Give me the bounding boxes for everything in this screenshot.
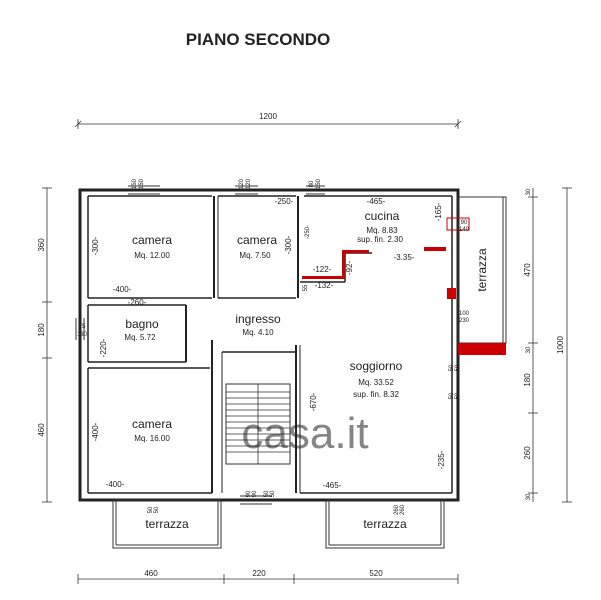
svg-text:50: 50 [148, 506, 154, 513]
dim-bottom-3: 520 [369, 569, 383, 578]
finish-cucina: sup. fin. 2.30 [357, 235, 403, 244]
svg-text:120: 120 [239, 178, 245, 189]
area-soggiorno: Mq. 33.52 [358, 378, 394, 387]
svg-text:50: 50 [455, 392, 461, 399]
dim-inner-122: -122- [313, 265, 332, 274]
dim-right-3: 260 [523, 446, 532, 460]
svg-text:100: 100 [459, 311, 470, 317]
dim-inner-92: -92- [345, 261, 354, 276]
area-cucina: Mq. 8.83 [366, 226, 398, 235]
bottom-left-terrace-outline [112, 499, 222, 549]
dim-bottom-2: 220 [252, 569, 266, 578]
svg-text:50: 50 [455, 364, 461, 371]
svg-text:80: 80 [309, 180, 315, 187]
top-dimension: 1200 [74, 112, 462, 129]
dim-inner-235: -235- [437, 450, 446, 469]
dim-right-small-1: 30 [526, 188, 532, 195]
stairs [225, 383, 291, 465]
room-cucina: cucina [365, 209, 400, 223]
dim-inner-400b: -400- [91, 422, 100, 441]
dim-inner-220: -220- [99, 338, 108, 357]
dim-right-total: 1000 [556, 336, 565, 354]
area-camera-bottom: Mq. 16.00 [134, 434, 170, 443]
svg-text:50: 50 [449, 364, 455, 371]
svg-text:90: 90 [252, 490, 258, 497]
dim-inner-165: -165- [434, 202, 443, 221]
svg-text:50: 50 [264, 490, 270, 497]
svg-text:90: 90 [461, 220, 468, 226]
svg-text:260: 260 [394, 504, 400, 515]
dim-inner-670: -670- [309, 392, 318, 411]
dim-inner-55: 55 [303, 284, 309, 291]
svg-text:90: 90 [246, 490, 252, 497]
dim-inner-300b: -300- [284, 235, 293, 254]
area-camera-top-left: Mq. 12.00 [134, 251, 170, 260]
area-bagno: Mq. 5.72 [124, 333, 156, 342]
dim-right-small-3: 30 [526, 493, 532, 500]
right-dimension: 470 180 260 30 30 30 1000 [523, 187, 572, 503]
inner-dimensions: -300- -400- -260- -220- -400- -400- -250… [91, 197, 446, 490]
room-soggiorno: soggiorno [350, 359, 403, 373]
room-terrazza-right: terrazza [475, 248, 489, 292]
dim-left-2: 180 [37, 323, 46, 337]
dim-inner-400c: -400- [106, 480, 125, 489]
bottom-right-terrace-outline [325, 499, 445, 549]
svg-text:140: 140 [459, 227, 470, 233]
inner-walls [87, 195, 453, 494]
area-camera-top-mid: Mq. 7.50 [239, 251, 271, 260]
svg-text:75: 75 [79, 324, 86, 330]
svg-text:230: 230 [459, 318, 470, 324]
svg-text:150: 150 [132, 178, 138, 189]
plan-title: PIANO SECONDO [186, 30, 331, 49]
dim-inner-300a: -300- [91, 236, 100, 255]
dim-left-3: 460 [37, 423, 46, 437]
opening-dimensions: 150 150 120 120 80 150 90 140 100 230 75… [77, 178, 470, 515]
svg-text:260: 260 [400, 504, 406, 515]
room-camera-top-left: camera [132, 233, 172, 247]
dim-left-1: 360 [37, 238, 46, 252]
dim-inner-465a: -465- [367, 197, 386, 206]
area-ingresso: Mq. 4.10 [242, 328, 274, 337]
bottom-dimension: 460 220 520 [77, 569, 459, 584]
windows [75, 185, 325, 505]
dim-inner-260: -260- [128, 298, 147, 307]
dim-bottom-1: 460 [144, 569, 158, 578]
room-terrazza-bottom-left: terrazza [145, 517, 189, 531]
outer-wall [78, 188, 460, 502]
room-ingresso: ingresso [235, 312, 281, 326]
watermark-text: casa.it [241, 409, 368, 458]
room-terrazza-bottom-right: terrazza [363, 517, 407, 531]
svg-text:150: 150 [139, 178, 145, 189]
room-bagno: bagno [125, 317, 159, 331]
room-camera-bottom: camera [132, 417, 172, 431]
svg-text:50: 50 [270, 490, 276, 497]
dim-inner-132: -132- [315, 281, 334, 290]
dim-inner-250b: -250- [305, 225, 311, 239]
room-camera-top-mid: camera [237, 233, 277, 247]
dim-inner-465b: -465- [323, 481, 342, 490]
svg-text:150: 150 [316, 178, 322, 189]
dim-inner-400a: -400- [113, 285, 132, 294]
dim-inner-335: -3.35- [394, 253, 415, 262]
dim-right-1: 470 [523, 263, 532, 277]
dim-right-2: 180 [523, 373, 532, 387]
dim-right-small-2: 30 [526, 346, 532, 353]
left-dimension: 360 180 460 [37, 187, 52, 503]
dim-inner-250: -250- [275, 197, 294, 206]
svg-text:50: 50 [154, 506, 160, 513]
svg-text:120: 120 [246, 178, 252, 189]
red-markings [302, 217, 506, 355]
dim-top-total: 1200 [259, 112, 277, 121]
svg-text:50: 50 [449, 392, 455, 399]
svg-text:130: 130 [77, 332, 88, 338]
finish-soggiorno: sup. fin. 8.32 [353, 390, 399, 399]
